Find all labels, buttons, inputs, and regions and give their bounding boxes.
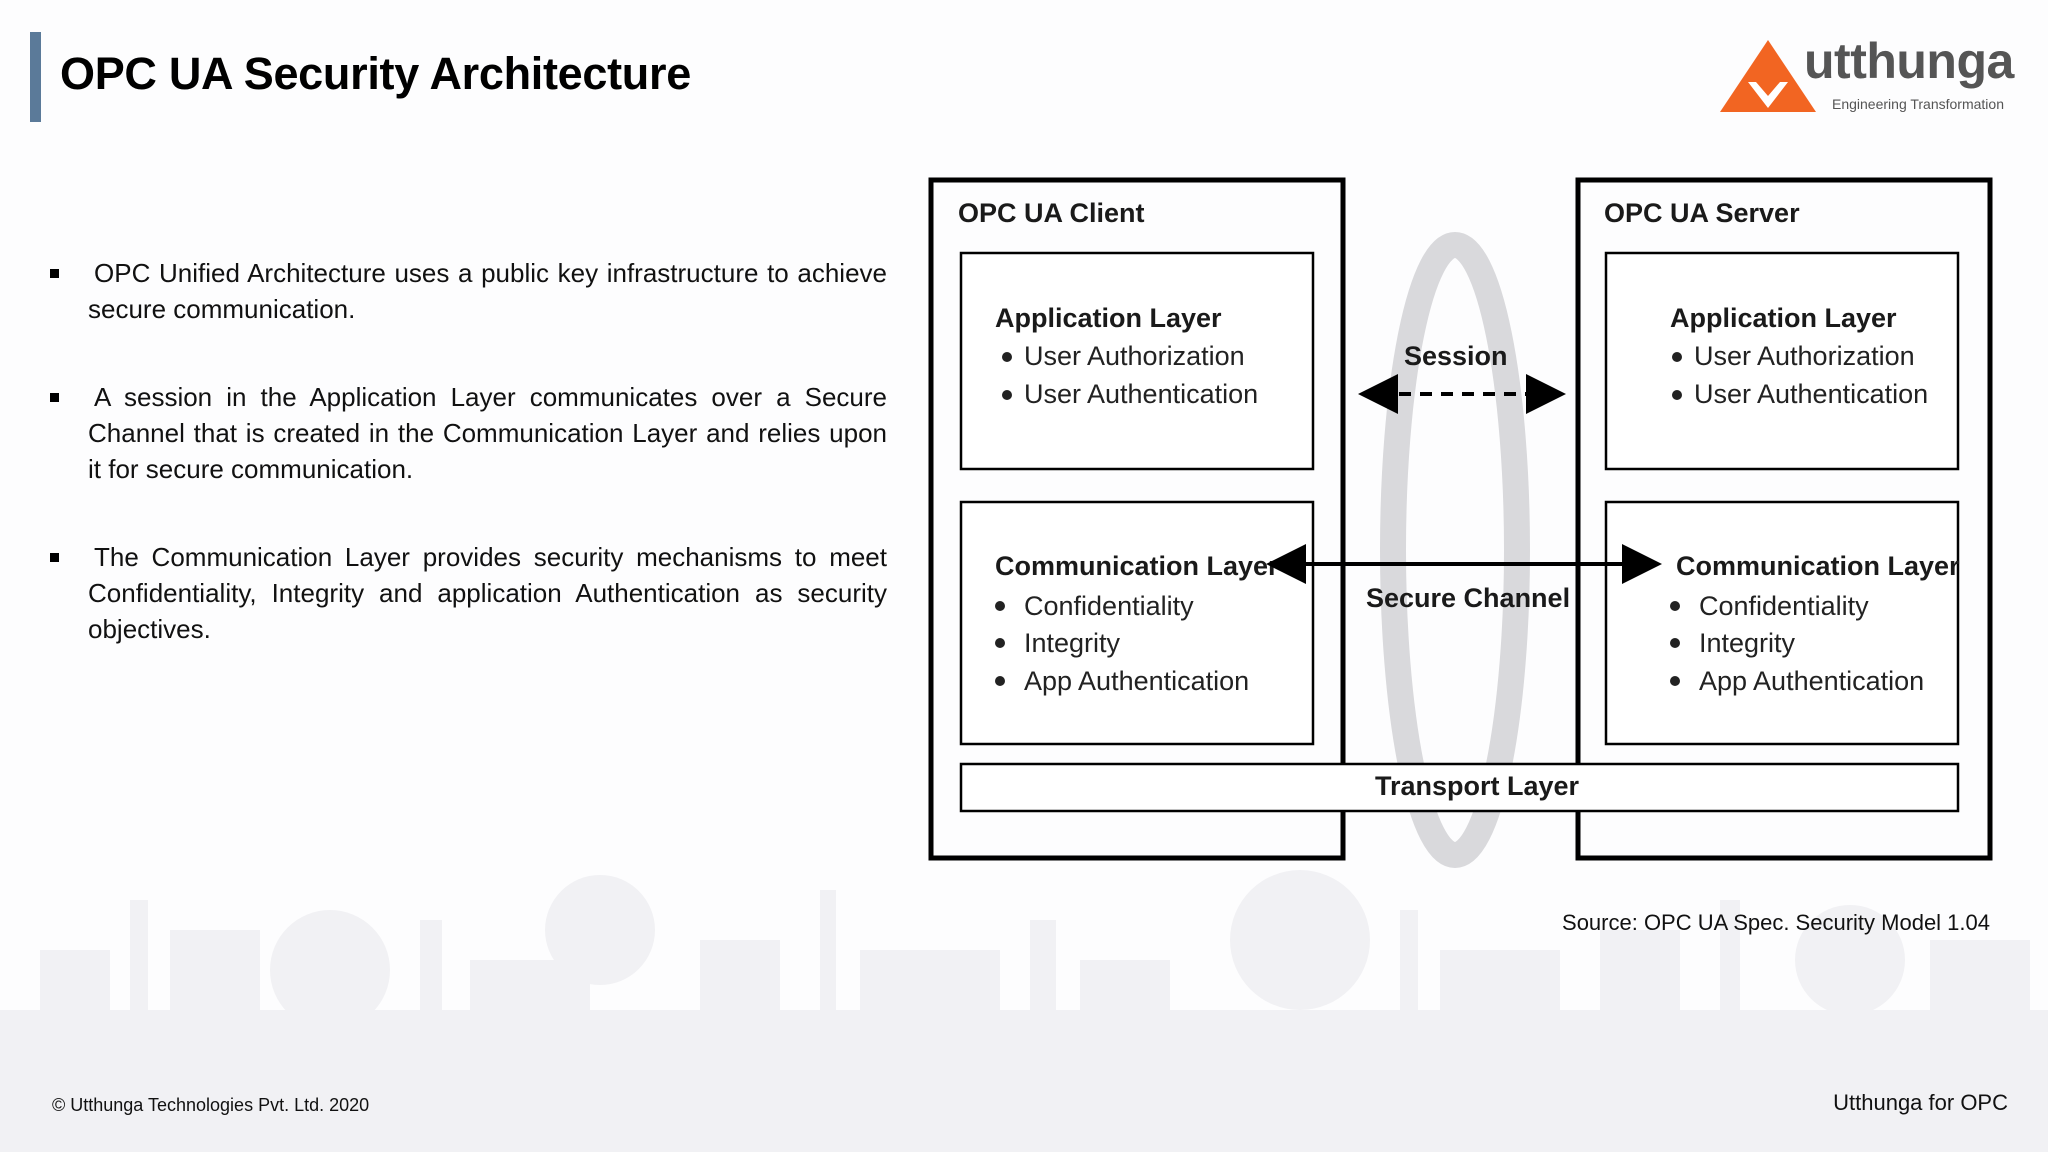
bullet-dot [1672, 390, 1682, 400]
server-communication-layer-box [1604, 500, 1960, 746]
title-accent-bar [30, 32, 41, 122]
bullet-text: A session in the Application Layer commu… [88, 382, 887, 484]
client-communication-layer-box [959, 500, 1315, 746]
source-citation: Source: OPC UA Spec. Security Model 1.04 [1562, 910, 1990, 935]
page-title: OPC UA Security Architecture [60, 48, 691, 99]
server-comm-item: App Authentication [1699, 666, 1924, 696]
client-app-item: User Authentication [1024, 379, 1258, 409]
bullet-marker [50, 393, 59, 402]
bullet-dot [1670, 601, 1680, 611]
list-item: OPC Unified Architecture uses a public k… [46, 255, 887, 327]
logo-tagline: Engineering Transformation [1832, 96, 2004, 112]
bullet-dot [1002, 352, 1012, 362]
bullet-text: OPC Unified Architecture uses a public k… [88, 258, 887, 324]
bullet-marker [50, 269, 59, 278]
bullet-marker [50, 553, 59, 562]
server-frame [1575, 177, 1993, 861]
bullet-text: The Communication Layer provides securit… [88, 542, 887, 644]
server-comm-item: Confidentiality [1699, 591, 1869, 621]
server-app-item: User Authorization [1694, 341, 1915, 371]
server-communication-layer-title: Communication Layer [1676, 551, 1960, 581]
bullet-dot [995, 601, 1005, 611]
bullet-list: OPC Unified Architecture uses a public k… [46, 255, 887, 699]
transport-layer-box [959, 762, 1960, 813]
client-title: OPC UA Client [958, 198, 1145, 228]
logo-wordmark: utthunga [1804, 33, 2014, 89]
client-comm-item: Integrity [1024, 628, 1121, 658]
client-application-layer-title: Application Layer [995, 303, 1222, 333]
bullet-dot [995, 638, 1005, 648]
background-industrial-silhouette [0, 870, 2048, 1152]
client-communication-layer-title: Communication Layer [995, 551, 1279, 581]
client-frame [928, 177, 1346, 861]
client-application-layer-box [959, 251, 1315, 471]
security-architecture-diagram: OPC UA Client OPC UA Server Application … [928, 177, 1993, 868]
server-comm-item: Integrity [1699, 628, 1796, 658]
bullet-dot [1670, 638, 1680, 648]
list-item: A session in the Application Layer commu… [46, 379, 887, 487]
bullet-dot [1002, 390, 1012, 400]
bullet-dot [1672, 352, 1682, 362]
client-comm-item: App Authentication [1024, 666, 1249, 696]
secure-channel-label: Secure Channel [1366, 583, 1570, 613]
list-item: The Communication Layer provides securit… [46, 539, 887, 647]
bullet-dot [1670, 676, 1680, 686]
footer-copyright: © Utthunga Technologies Pvt. Ltd. 2020 [52, 1095, 370, 1115]
bullet-dot [995, 676, 1005, 686]
server-app-item: User Authentication [1694, 379, 1928, 409]
footer-brand: Utthunga for OPC [1833, 1090, 2008, 1115]
transport-layer-label: Transport Layer [1375, 771, 1580, 801]
client-comm-item: Confidentiality [1024, 591, 1194, 621]
server-application-layer-box [1604, 251, 1960, 471]
logo-mark-icon [1720, 40, 1816, 112]
server-application-layer-title: Application Layer [1670, 303, 1897, 333]
utthunga-logo: utthunga Engineering Transformation [1718, 33, 2014, 118]
server-title: OPC UA Server [1604, 198, 1800, 228]
session-label: Session [1404, 341, 1508, 371]
client-app-item: User Authorization [1024, 341, 1245, 371]
